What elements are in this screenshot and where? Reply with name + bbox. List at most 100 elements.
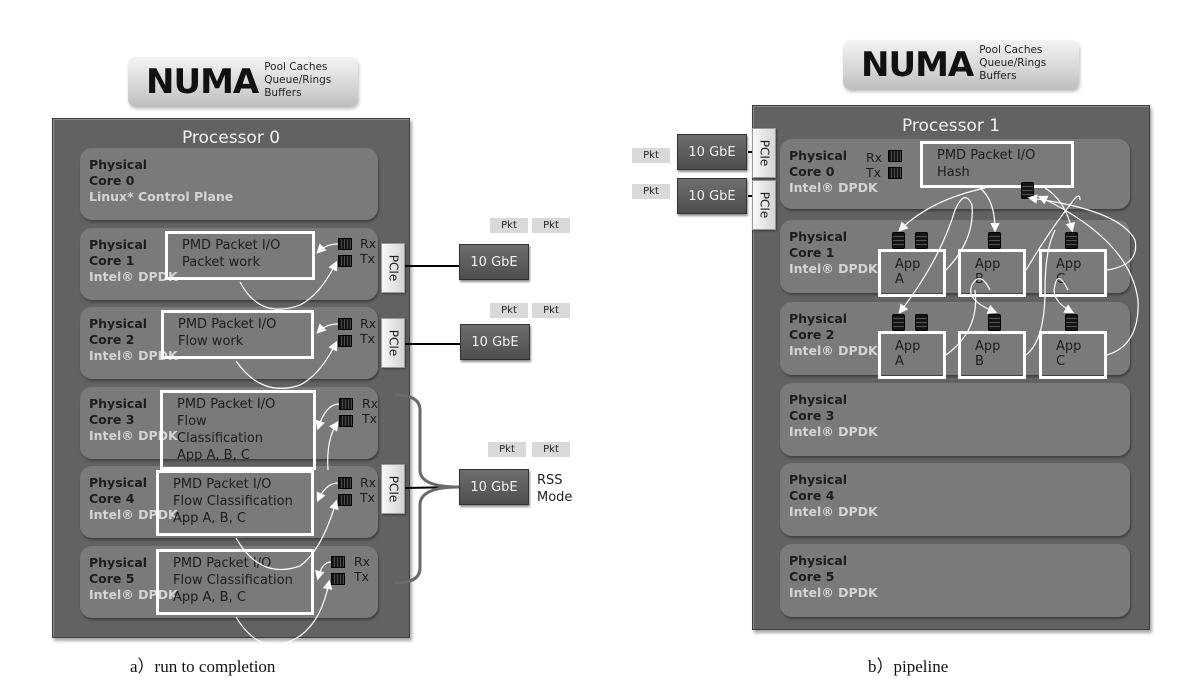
pcie-slot: PCIe xyxy=(381,318,405,368)
numa-line: Pool Caches xyxy=(264,60,328,73)
ring-icon xyxy=(915,314,928,331)
caption-pipeline: b）pipeline xyxy=(868,657,949,676)
ring-icon xyxy=(988,232,1001,249)
core-sub-label: Intel® DPDK xyxy=(789,424,878,439)
numa-line: Buffers xyxy=(264,86,302,99)
packet-tag: Pkt xyxy=(488,442,526,457)
processor-title: Processor 0 xyxy=(181,128,281,148)
ring-icon xyxy=(892,314,905,331)
numa-line: Buffers xyxy=(979,69,1017,82)
rx-queue-icon xyxy=(339,398,353,410)
numa-badge-left: NUMA Pool Caches Queue/Rings Buffers xyxy=(128,57,358,107)
numa-badge-right: NUMA Pool Caches Queue/Rings Buffers xyxy=(843,40,1079,90)
tx-queue-icon xyxy=(339,415,353,427)
nic-10gbe: 10 GbE xyxy=(677,178,747,214)
link-line xyxy=(404,486,460,489)
numa-line: Queue/Rings xyxy=(264,73,332,86)
core-sub-label: Intel® DPDK xyxy=(789,343,878,358)
pcie-slot: PCIe xyxy=(381,243,405,293)
core-sub-label: Intel® DPDK xyxy=(789,504,878,519)
rx-queue-icon xyxy=(888,150,902,162)
core-sub-label: Linux* Control Plane xyxy=(89,189,234,204)
nic-10gbe: 10 GbE xyxy=(677,134,747,170)
numa-title: NUMA xyxy=(861,45,974,85)
packet-tag: Pkt xyxy=(532,218,570,233)
ring-icon xyxy=(1065,314,1078,331)
rx-queue-icon xyxy=(331,556,345,568)
nic-10gbe: 10 GbE xyxy=(460,324,530,360)
numa-details: Pool Caches Queue/Rings Buffers xyxy=(979,44,1046,83)
tx-queue-icon xyxy=(338,255,352,267)
numa-line: Pool Caches xyxy=(979,43,1043,56)
rx-queue-icon xyxy=(338,238,352,250)
packet-tag: Pkt xyxy=(632,184,670,199)
core-sub-label: Intel® DPDK xyxy=(89,428,178,443)
pcie-slot: PCIe xyxy=(381,464,405,514)
ring-icon xyxy=(892,232,905,249)
tx-queue-icon xyxy=(338,494,352,506)
ring-icon xyxy=(988,314,1001,331)
nic-10gbe: 10 GbE xyxy=(459,244,529,280)
core-sub-label: Intel® DPDK xyxy=(89,507,178,522)
ring-icon xyxy=(1021,182,1034,199)
numa-details: Pool Caches Queue/Rings Buffers xyxy=(264,61,331,100)
packet-tag: Pkt xyxy=(532,303,570,318)
numa-line: Queue/Rings xyxy=(979,56,1047,69)
rx-queue-icon xyxy=(338,318,352,330)
pcie-slot: PCIe xyxy=(752,180,776,230)
core-sub-label: Intel® DPDK xyxy=(89,587,178,602)
tx-queue-icon xyxy=(888,167,902,179)
core-sub-label: Intel® DPDK xyxy=(789,585,878,600)
packet-tag: Pkt xyxy=(490,303,528,318)
pcie-slot: PCIe xyxy=(752,128,776,178)
packet-tag: Pkt xyxy=(532,442,570,457)
core-sub-label: Intel® DPDK xyxy=(789,180,878,195)
rx-queue-icon xyxy=(338,477,352,489)
packet-tag: Pkt xyxy=(490,218,528,233)
core-sub-label: Intel® DPDK xyxy=(89,269,178,284)
ring-icon xyxy=(915,232,928,249)
tx-queue-icon xyxy=(331,573,345,585)
processor-title: Processor 1 xyxy=(901,116,1001,136)
core-sub-label: Intel® DPDK xyxy=(89,348,178,363)
core-sub-label: Intel® DPDK xyxy=(789,261,878,276)
caption-run-to-completion: a）run to completion xyxy=(130,657,276,676)
tx-queue-icon xyxy=(338,335,352,347)
packet-tag: Pkt xyxy=(632,148,670,163)
